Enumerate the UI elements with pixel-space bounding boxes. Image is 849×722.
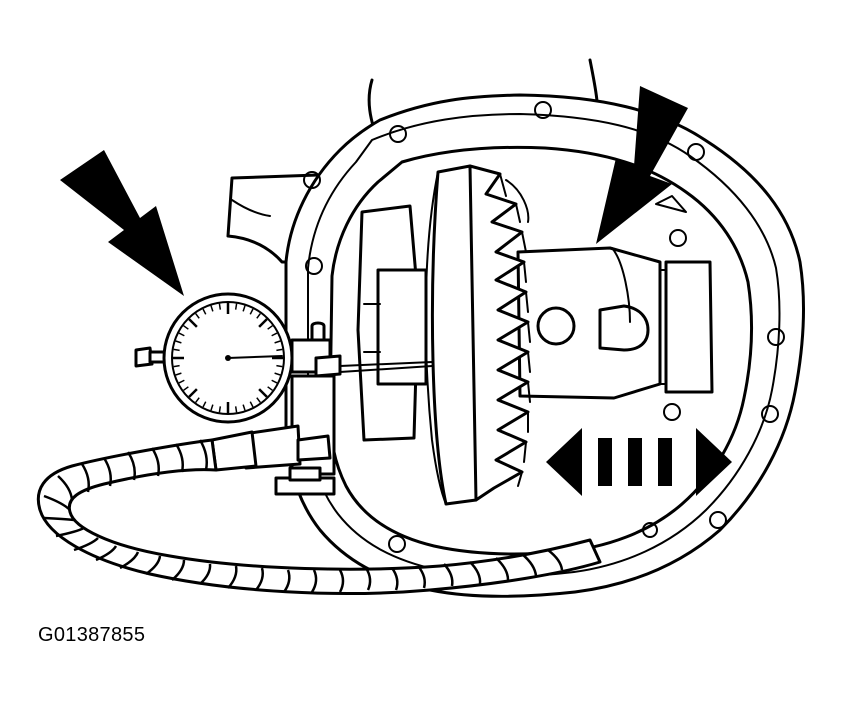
- dial-tick: [178, 332, 185, 337]
- dial-tick: [271, 379, 278, 384]
- dial-tick: [210, 305, 214, 312]
- arrow-pointer-icon: [60, 150, 184, 296]
- figure-id-label: G01387855: [38, 624, 146, 646]
- dial-tick: [276, 348, 283, 352]
- arm-segment: [417, 565, 426, 589]
- dial-tick: [183, 325, 189, 330]
- dial-tick: [234, 406, 238, 413]
- arm-segments: [43, 439, 564, 593]
- dial-tick: [218, 406, 222, 413]
- dial-tick: [276, 364, 283, 368]
- dial-tick: [267, 325, 273, 330]
- dial-tick: [195, 313, 200, 319]
- dial-tick: [242, 305, 246, 312]
- arm-segment: [495, 557, 510, 581]
- dial-tick: [183, 386, 189, 391]
- dial-tick: [210, 404, 214, 411]
- dial-tick: [218, 303, 222, 310]
- dial-tick: [258, 388, 268, 398]
- arm-segment: [150, 447, 160, 477]
- dial-tick: [256, 397, 261, 403]
- arrow-pointer-icon: [596, 86, 688, 244]
- arm-segment: [364, 567, 372, 591]
- arm-segment: [199, 563, 212, 585]
- arm-segment: [126, 451, 136, 481]
- dial-tick: [173, 364, 180, 368]
- arm-segment: [227, 565, 238, 589]
- arm-segment: [521, 553, 538, 577]
- arm-segment: [443, 563, 454, 587]
- arm-segment: [55, 526, 85, 538]
- differential-case: [516, 246, 662, 400]
- dial-tick: [234, 303, 238, 310]
- dial-tick: [256, 313, 261, 319]
- dial-tick: [249, 401, 254, 408]
- dial-tick: [175, 372, 182, 376]
- dial-tick: [202, 308, 207, 315]
- dial-tick: [274, 340, 281, 344]
- dial-tick: [249, 308, 254, 315]
- dial-tick: [267, 386, 273, 391]
- arm-segment: [102, 457, 112, 487]
- ring-gear: [424, 164, 531, 506]
- dial-tick: [274, 372, 281, 376]
- arm-segment: [57, 475, 74, 501]
- arm-segment: [198, 439, 208, 471]
- flexible-arm: [36, 438, 602, 595]
- dial-tick: [242, 404, 246, 411]
- arm-segment: [469, 561, 482, 585]
- arm-segment: [390, 567, 399, 591]
- bearing-cap-left: [356, 204, 428, 442]
- dial-tick: [175, 340, 182, 344]
- dial-tick: [173, 348, 180, 352]
- dial-tick: [188, 388, 198, 398]
- arm-segment: [145, 555, 162, 576]
- dial-ticks: [173, 303, 283, 413]
- arm-segment: [43, 516, 75, 522]
- arm-segment: [310, 569, 318, 593]
- arm-segment: [43, 494, 71, 511]
- arm-segment: [282, 569, 291, 593]
- arm-segment: [73, 537, 99, 552]
- arm-segment: [338, 569, 345, 593]
- arm-segment: [119, 551, 140, 570]
- dial-tick: [258, 318, 268, 328]
- dial-tick: [188, 318, 198, 328]
- arm-segment: [171, 559, 186, 581]
- arm-segment: [80, 463, 90, 493]
- dial-tick: [178, 379, 185, 384]
- arm-segment: [547, 549, 564, 571]
- dial-tick: [195, 397, 200, 403]
- dial-tick: [271, 332, 278, 337]
- arm-segment: [174, 443, 184, 473]
- arm-segment: [255, 567, 264, 591]
- double-headed-dashed-arrow-icon: [546, 428, 732, 496]
- dial-tick: [202, 401, 207, 408]
- arm-segment: [95, 545, 118, 562]
- magnetic-base: [210, 424, 336, 496]
